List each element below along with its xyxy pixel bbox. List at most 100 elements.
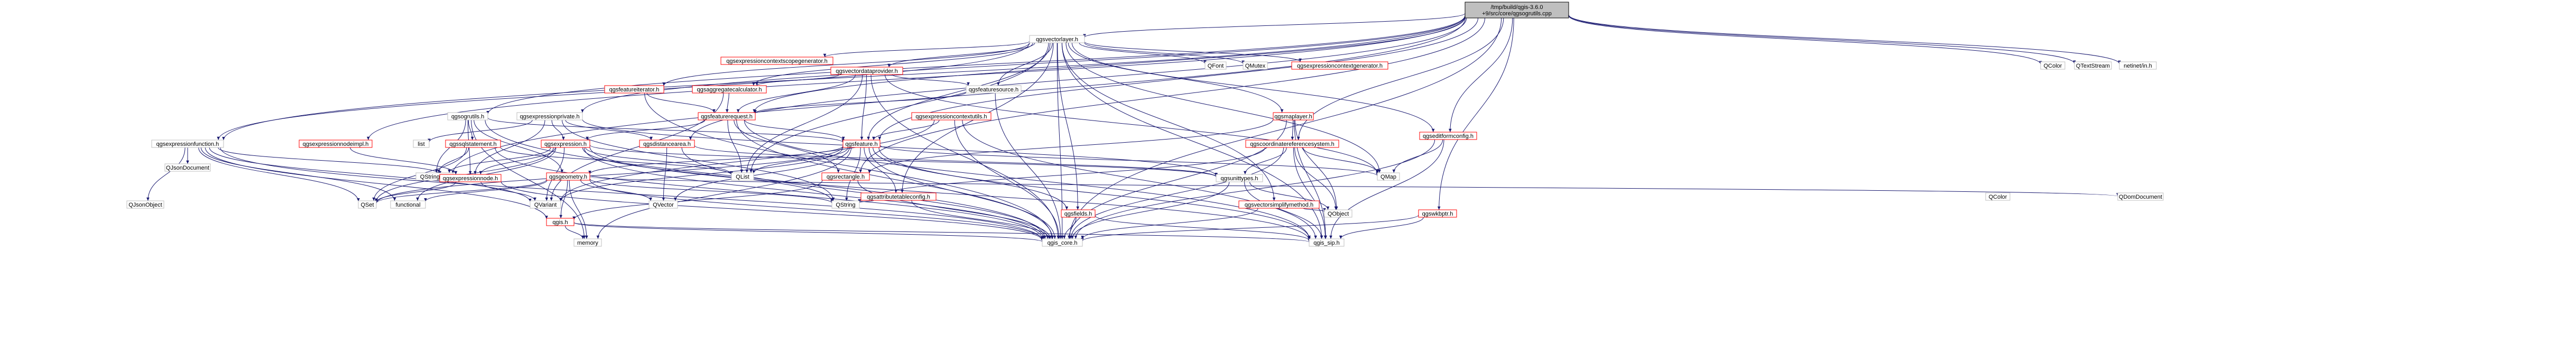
- node-qgsfields[interactable]: qgsfields.h: [1061, 209, 1096, 218]
- edge-qgsvectorlayer-to-qmap: [1065, 42, 1381, 173]
- node-qgsfeaturesource[interactable]: qgsfeaturesource.h: [966, 85, 1022, 94]
- node-box-functional: [390, 200, 426, 209]
- node-box-qgsunittypes: [1216, 174, 1263, 182]
- node-box-qgsfeature: [842, 140, 881, 148]
- node-qgsfeatureiterator[interactable]: qgsfeatureiterator.h: [604, 85, 664, 94]
- edge-qgsfeature-to-qgis_sip: [878, 147, 1311, 239]
- node-qobject: QObject: [1324, 209, 1352, 218]
- node-qcolor2: QColor: [1985, 192, 2010, 201]
- node-label-qgsexpressionnodeimpl: qgsexpressionnodeimpl.h: [303, 141, 369, 147]
- edge-qgscoordinatereferencesystem-to-qgis_sip: [1293, 147, 1327, 239]
- node-label-qgsexpressionfunction: qgsexpressionfunction.h: [156, 141, 219, 147]
- node-box-qgsattributetableconfig: [860, 192, 937, 201]
- node-qgsexpressionnodeimpl[interactable]: qgsexpressionnodeimpl.h: [299, 140, 373, 148]
- node-qgsaggregatecalculator[interactable]: qgsaggregatecalculator.h: [692, 85, 767, 94]
- edge-qgsfeature-to-qvariant: [559, 147, 844, 202]
- node-box-qstring: [831, 200, 860, 209]
- node-qgsfeature[interactable]: qgsfeature.h: [842, 140, 881, 148]
- node-label-qgsfields: qgsfields.h: [1064, 211, 1092, 217]
- node-label-qgsexpressionnode: qgsexpressionnode.h: [443, 175, 498, 182]
- node-box-qobject: [1324, 209, 1352, 218]
- node-label-qgsfeature: qgsfeature.h: [845, 141, 877, 147]
- edge-qgsexpressionprivate-to-qgsexpression: [551, 119, 565, 141]
- edge-qgsexpressionprivate-to-list: [428, 119, 533, 142]
- node-qgsexpressionnode[interactable]: qgsexpressionnode.h: [439, 174, 502, 182]
- node-label-qlist: QList: [736, 174, 749, 180]
- node-qgsgeometry[interactable]: qgsgeometry.h: [546, 172, 590, 181]
- node-qgsmaplayer[interactable]: qgsmaplayer.h: [1273, 112, 1314, 120]
- node-label-qgssqlstatement: qgssqlstatement.h: [449, 141, 496, 147]
- node-qgsexpressionfunction[interactable]: qgsexpressionfunction.h: [151, 140, 224, 148]
- node-box-qgsexpressionnodeimpl: [299, 140, 373, 148]
- edge-qgsexpressioncontextutils-to-qgis_core: [954, 119, 1061, 239]
- edge-qgsfeaturerequest-to-qgis_sip: [744, 119, 1311, 239]
- edge-qgsvectorlayer-to-qgsfeatureiterator: [662, 42, 1030, 86]
- node-label-qvector: QVector: [653, 202, 674, 208]
- node-qgsexpressionprivate[interactable]: qgsexpressionprivate.h: [516, 112, 583, 120]
- node-qdomdocument: QDomDocument: [2117, 192, 2164, 201]
- edge-qgsvectorlayer-to-qgsaggregatecalculator: [752, 42, 1033, 86]
- edge-qgsvectordataprovider-to-qlist: [745, 74, 863, 173]
- node-qgsattributetableconfig[interactable]: qgsattributetableconfig.h: [860, 192, 937, 201]
- node-box-qgis_core: [1042, 238, 1083, 247]
- node-label-qgsexpressioncontextgenerator: qgsexpressioncontextgenerator.h: [1297, 63, 1383, 69]
- edge-qgsvectorsimplifymethod-to-qobject: [1303, 208, 1326, 212]
- edge-qgsdistancearea-to-qgsunittypes: [694, 145, 1218, 177]
- node-qgscoordinatereferencesystem[interactable]: qgscoordinatereferencesystem.h: [1245, 140, 1339, 148]
- edge-qgsfeaturerequest-to-qgsfeature: [744, 119, 845, 141]
- node-qgsexpressioncontextscopegenerator[interactable]: qgsexpressioncontextscopegenerator.h: [720, 57, 833, 65]
- node-qgis_h[interactable]: qgis.h: [546, 218, 574, 226]
- edge-root-to-netinet: [1568, 14, 2121, 64]
- node-box-qcolor: [2040, 61, 2065, 70]
- node-qgsunittypes[interactable]: qgsunittypes.h: [1216, 174, 1263, 182]
- node-box-qjsondocument: [164, 163, 211, 172]
- node-qgssqlstatement[interactable]: qgssqlstatement.h: [445, 140, 501, 148]
- node-qgsexpressioncontextutils[interactable]: qgsexpressioncontextutils.h: [911, 112, 992, 120]
- edge-qgsfeature-to-qset: [375, 146, 844, 203]
- edge-root-to-qgsogrutils: [486, 15, 1466, 115]
- edge-qgsfeaturesource-to-qgis_core: [995, 92, 1062, 239]
- node-qgsvectordataprovider[interactable]: qgsvectordataprovider.h: [830, 67, 903, 75]
- node-label-qgsvectorsimplifymethod: qgsvectorsimplifymethod.h: [1245, 202, 1313, 208]
- edge-qgseditformconfig-to-qgis_sip: [1329, 139, 1444, 239]
- node-qgsdistancearea[interactable]: qgsdistancearea.h: [639, 140, 695, 148]
- node-qjsondocument: QJsonDocument: [164, 163, 211, 172]
- edge-qgsfeature-to-qmap: [879, 144, 1379, 177]
- edge-qgscoordinatereferencesystem-to-qgsunittypes: [1244, 147, 1287, 175]
- node-qgsfeaturerequest[interactable]: qgsfeaturerequest.h: [698, 112, 756, 120]
- node-label-root: /tmp/build/qgis-3.6.0: [1490, 4, 1543, 11]
- node-qgsexpressioncontextgenerator[interactable]: qgsexpressioncontextgenerator.h: [1291, 61, 1388, 70]
- node-label-qgscoordinatereferencesystem: qgscoordinatereferencesystem.h: [1250, 141, 1335, 147]
- node-qgsogrutils[interactable]: qgsogrutils.h: [447, 112, 488, 120]
- edge-qgsmaplayer-to-qgsrectangle: [868, 119, 1274, 173]
- node-box-qgswkbptr: [1418, 209, 1457, 218]
- node-box-list: [413, 140, 430, 148]
- node-label-qgsunittypes: qgsunittypes.h: [1221, 175, 1258, 182]
- edge-root-to-qgsvectorlayer: [1083, 13, 1466, 38]
- edge-qgsexpressionfunction-to-qgsexpressionnode: [218, 147, 442, 175]
- edge-qgsmaplayer-to-qgis_sip: [1294, 119, 1327, 239]
- edge-qgsexpressioncontextutils-to-qgsfeature: [872, 119, 940, 141]
- node-root[interactable]: /tmp/build/qgis-3.6.0+9/src/core/qgsogru…: [1465, 2, 1569, 18]
- edge-qgsexpressioncontextutils-to-qvariant: [559, 119, 935, 201]
- node-qgsvectorlayer[interactable]: qgsvectorlayer.h: [1029, 35, 1085, 43]
- node-qgsrectangle[interactable]: qgsrectangle.h: [821, 172, 870, 181]
- edge-root-to-qtextstream: [1568, 15, 2076, 64]
- node-box-qjsonobject: [126, 200, 164, 209]
- node-qgswkbptr[interactable]: qgswkbptr.h: [1418, 209, 1457, 218]
- edge-qgsexpressionprivate-to-qgsexpressionnode: [474, 119, 545, 175]
- node-qgsvectorsimplifymethod[interactable]: qgsvectorsimplifymethod.h: [1238, 200, 1320, 209]
- node-box-qgsaggregatecalculator: [692, 85, 767, 94]
- edge-qgsvectorlayer-to-qfont: [1079, 42, 1207, 64]
- node-label-qgsexpressioncontextutils: qgsexpressioncontextutils.h: [915, 114, 987, 120]
- node-qgsexpression[interactable]: qgsexpression.h: [541, 140, 590, 148]
- edge-root-to-qgsexpressionprivate: [581, 15, 1466, 113]
- node-qset: QSet: [358, 200, 377, 209]
- node-box-qgsexpressionprivate: [516, 112, 583, 120]
- node-box-qgis_h: [546, 218, 574, 226]
- edge-qgsexpressioncontextutils-to-qgis_sip: [962, 119, 1317, 239]
- node-qgseditformconfig[interactable]: qgseditformconfig.h: [1419, 132, 1477, 140]
- node-box-qgsogrutils: [447, 112, 488, 120]
- node-box-qgis_sip: [1309, 238, 1345, 247]
- edge-qgsfeature-to-qgsattributetableconfig: [864, 147, 897, 193]
